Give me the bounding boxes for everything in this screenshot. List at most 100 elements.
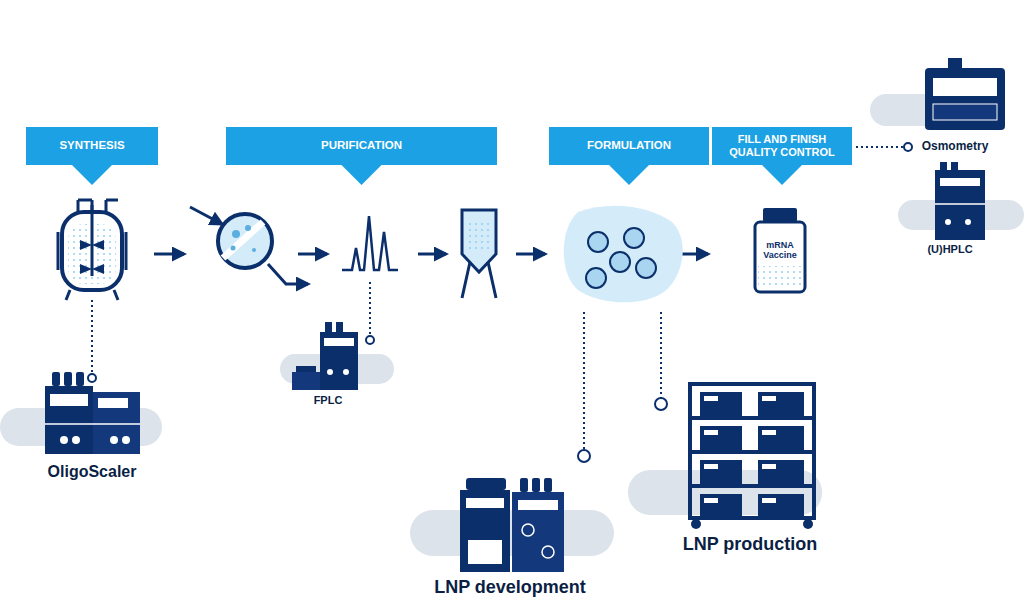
hplc-instrument — [951, 162, 958, 170]
lnp-development-instrument — [520, 478, 528, 492]
text-holder: mRNA Vaccine — [757, 236, 803, 264]
lnp-production-rack — [762, 464, 776, 469]
fplc-instrument — [296, 366, 316, 372]
chromatogram-icon — [342, 216, 398, 270]
lnp-production-rack — [704, 396, 718, 401]
flow-arrow — [268, 264, 308, 284]
filter-icon — [232, 230, 240, 238]
lnp-production-rack — [690, 450, 814, 454]
text-holder: FILL AND FINISH QUALITY CONTROL — [712, 127, 852, 165]
banner-shape — [549, 127, 709, 185]
column-icon — [466, 222, 492, 252]
filter-icon — [245, 225, 251, 231]
osmometer-instrument — [933, 104, 997, 120]
lnp-production-rack — [700, 460, 742, 484]
lnp-production-rack — [690, 384, 814, 518]
bottle-label: mRNA Vaccine — [757, 236, 803, 264]
leader-end — [904, 143, 912, 151]
lnp-production-rack — [762, 430, 776, 435]
filter-icon — [218, 214, 272, 268]
oligoscaler-instrument — [45, 372, 140, 454]
lnp-production-rack — [803, 519, 813, 529]
lnp-particles-icon — [588, 232, 608, 252]
oligoscaler-instrument — [52, 372, 60, 386]
oligoscaler-instrument — [60, 436, 68, 444]
lnp-development-instrument — [522, 524, 534, 536]
grey-band — [0, 94, 1024, 556]
lnp-particles-icon — [564, 206, 683, 303]
column-icon — [462, 262, 496, 298]
banner-fill — [712, 127, 852, 185]
reactor-icon — [58, 200, 126, 300]
lnp-production-rack — [758, 460, 804, 484]
oligoscaler-instrument — [72, 436, 80, 444]
oligoscaler-instrument — [93, 392, 140, 454]
filter-icon — [231, 246, 236, 251]
label-patch — [757, 236, 803, 264]
oligoscaler-instrument — [50, 394, 88, 406]
text-holder: FORMULATION — [549, 127, 709, 165]
text-holder: SYNTHESIS — [26, 127, 158, 165]
lnp-development-instrument — [466, 478, 506, 490]
lnp-particles-icon — [636, 258, 656, 278]
instrument-label: OligoScaler — [48, 463, 137, 481]
banner-fill — [549, 127, 709, 185]
lnp-production-rack — [691, 392, 813, 529]
osmometer-instrument — [925, 68, 1005, 130]
osmometer-instrument — [925, 58, 1005, 130]
instrument-label: FPLC — [314, 394, 343, 406]
hplc-instrument — [940, 178, 980, 186]
oligoscaler-instrument — [110, 436, 118, 444]
leader-end — [88, 143, 912, 462]
reactor-icon — [91, 205, 94, 276]
instrument-label: Osmometry — [922, 139, 989, 153]
lnp-particles-icon — [610, 252, 630, 272]
fplc-instrument — [292, 322, 358, 390]
reactor-icon — [66, 290, 118, 300]
osmometer-instrument — [948, 58, 962, 68]
flow-arrow — [298, 253, 327, 256]
column-icon — [462, 210, 496, 272]
banner-fill — [226, 127, 497, 185]
flow-arrow — [516, 253, 545, 256]
lnp-development-instrument — [460, 490, 510, 572]
vaccine-bottle-icon — [755, 208, 805, 292]
lnp-production-rack — [700, 426, 742, 450]
fplc-instrument — [343, 369, 349, 375]
instrument-label: (U)HPLC — [927, 243, 972, 255]
lnp-development-instrument — [460, 478, 564, 572]
banner-fill — [26, 127, 158, 185]
lnp-particles-icon — [586, 228, 656, 288]
lnp-production-rack — [704, 498, 718, 503]
hplc-instrument — [945, 219, 951, 225]
lnp-development-instrument — [542, 546, 554, 558]
lnp-development-instrument — [512, 492, 564, 572]
lnp-production-rack — [762, 396, 776, 401]
chromatogram-icon — [342, 216, 398, 270]
flow-arrow — [190, 207, 222, 224]
banner-shape — [226, 127, 497, 185]
lnp-production-rack — [700, 494, 742, 516]
stage-title: FORMULATION — [587, 139, 671, 152]
fplc-instrument — [325, 322, 332, 332]
lnp-particles-icon — [586, 268, 606, 288]
lnp-production-rack — [704, 464, 718, 469]
reactor-icon — [80, 240, 104, 274]
lnp-development-instrument — [466, 498, 504, 508]
vaccine-bottle-icon — [763, 208, 797, 222]
oligoscaler-instrument — [45, 423, 140, 425]
lnp-development-instrument — [468, 540, 502, 564]
stage-banner: PURIFICATION — [226, 127, 497, 185]
lnp-production-rack — [690, 484, 814, 488]
reactor-icon — [58, 232, 126, 270]
lnp-production-rack — [704, 396, 776, 503]
leader-end — [88, 374, 96, 382]
flow-arrow — [418, 253, 446, 256]
vaccine-bottle-icon — [758, 266, 802, 289]
oligoscaler-instrument — [122, 436, 130, 444]
fplc-instrument — [327, 369, 333, 375]
text-holder: PURIFICATION — [226, 127, 497, 165]
flow-arrow — [154, 253, 184, 256]
lnp-production-rack — [690, 416, 814, 420]
